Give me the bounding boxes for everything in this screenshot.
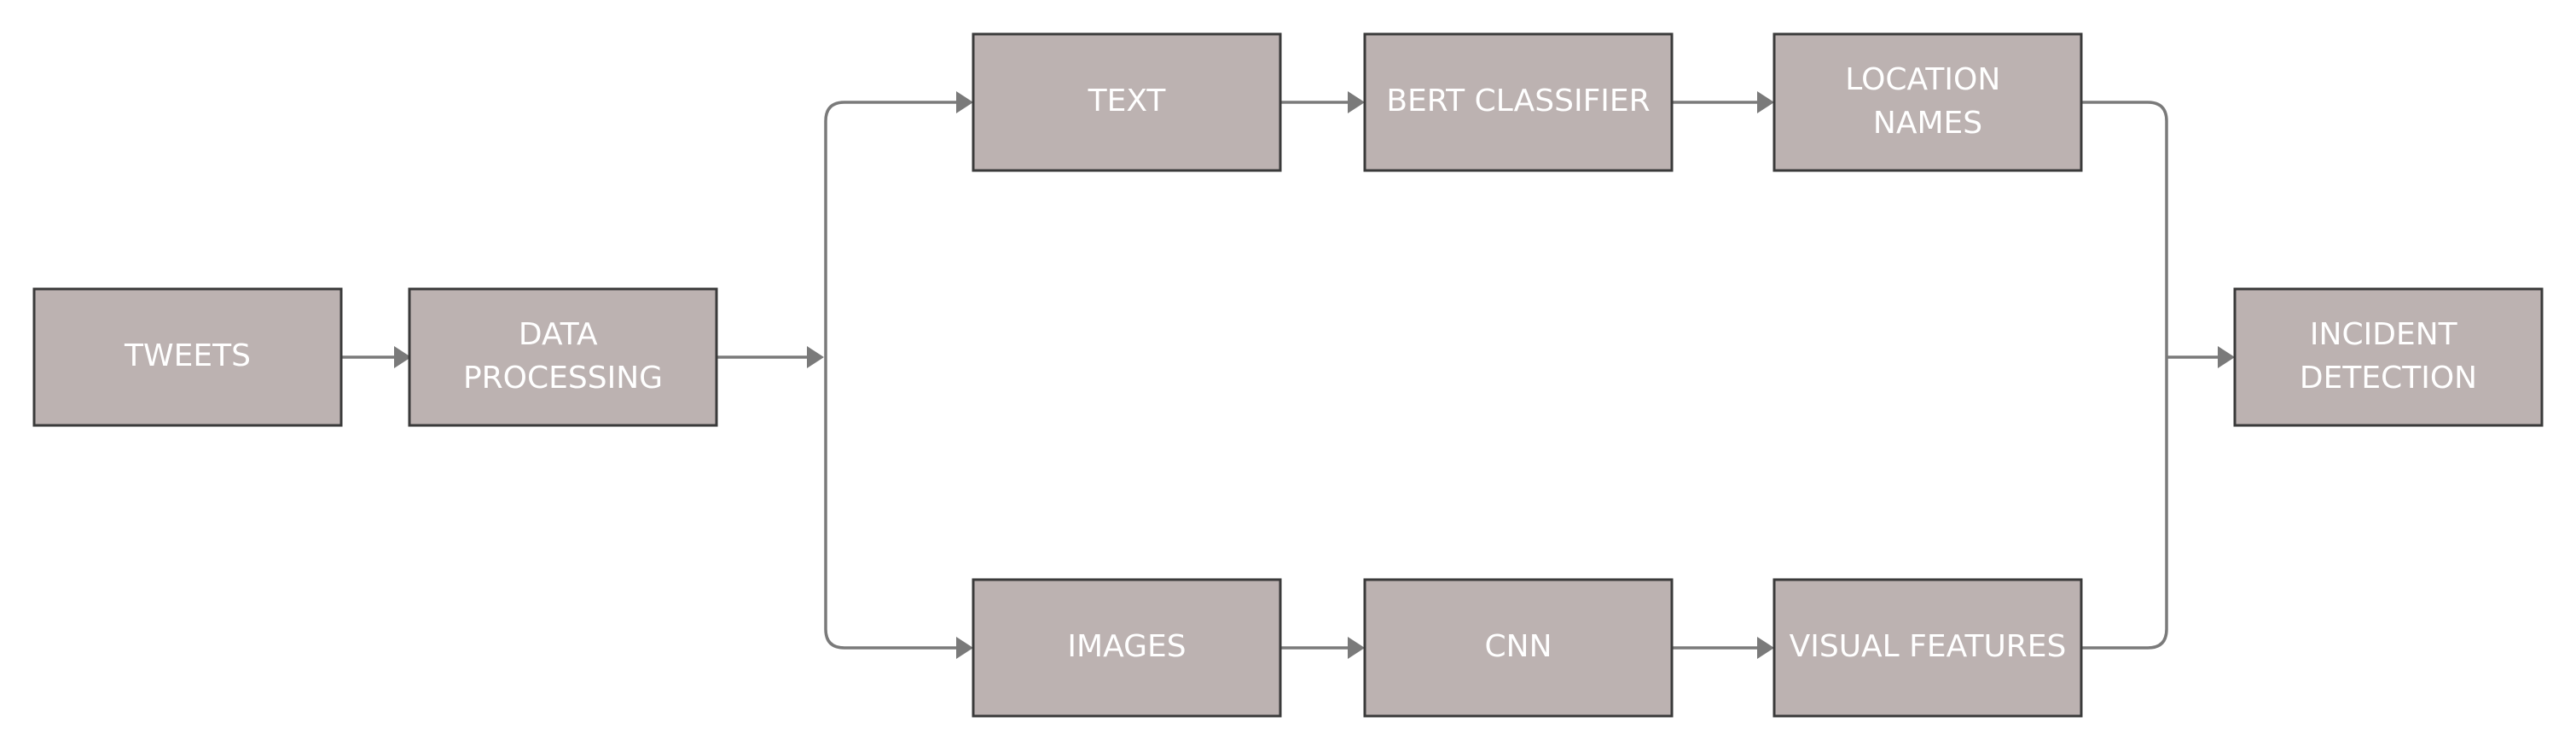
svg-text:TWEETS: TWEETS [124, 338, 251, 373]
node-data-processing: DATA PROCESSING [408, 287, 718, 427]
arrowhead-visual [1757, 637, 1774, 659]
node-tweets: TWEETS [32, 287, 343, 427]
edge-split-to-text [824, 101, 956, 357]
node-location-names-label-line1: LOCATION [1845, 62, 2000, 97]
arrowhead-location [1757, 91, 1774, 113]
edge-split-to-images [824, 357, 956, 650]
svg-text:BERT CLASSIFIER: BERT CLASSIFIER [1386, 84, 1650, 118]
arrowhead-images [956, 637, 973, 659]
node-images: IMAGES [972, 578, 1282, 718]
node-location-names: LOCATION NAMES [1772, 32, 2083, 172]
arrowhead-data-processing [394, 346, 411, 368]
node-text: TEXT [972, 32, 1282, 172]
node-data-processing-label-line2: PROCESSING [463, 361, 663, 396]
node-data-processing-label-line1: DATA [519, 317, 598, 352]
node-visual-features-label: VISUAL FEATURES [1790, 629, 2067, 664]
node-incident-detection: INCIDENT DETECTION [2233, 287, 2544, 427]
arrowhead-split [807, 346, 824, 368]
svg-text:IMAGES: IMAGES [1067, 629, 1186, 664]
node-visual-features: VISUAL FEATURES [1772, 578, 2083, 718]
svg-text:TEXT: TEXT [1088, 84, 1167, 118]
node-incident-detection-label-line2: DETECTION [2300, 361, 2477, 396]
node-tweets-label: TWEETS [124, 338, 251, 373]
svg-text:CNN: CNN [1485, 629, 1552, 664]
arrowhead-cnn [1348, 637, 1365, 659]
node-text-label: TEXT [1088, 84, 1167, 118]
edge-location-to-merge [2081, 101, 2168, 357]
arrowhead-bert [1348, 91, 1365, 113]
node-incident-detection-label-line1: INCIDENT [2310, 317, 2458, 352]
arrowhead-incident [2218, 346, 2235, 368]
svg-text:VISUAL FEATURES: VISUAL FEATURES [1790, 629, 2067, 664]
node-cnn-label: CNN [1485, 629, 1552, 664]
node-location-names-label-line2: NAMES [1873, 106, 1982, 141]
node-images-label: IMAGES [1067, 629, 1186, 664]
edge-visual-to-merge [2081, 357, 2168, 650]
arrowhead-text [956, 91, 973, 113]
node-cnn: CNN [1363, 578, 1674, 718]
connectors [341, 91, 2235, 659]
node-bert-classifier-label: BERT CLASSIFIER [1386, 84, 1650, 118]
node-bert-classifier: BERT CLASSIFIER [1363, 32, 1674, 172]
svg-text:DATA PROCESSING: DATA PROCESSING [463, 317, 663, 396]
svg-text:LOCATION NAMES: LOCATION NAMES [1845, 62, 2010, 141]
svg-text:INCIDENT DETECTION: INCIDENT DETECTION [2300, 317, 2477, 396]
